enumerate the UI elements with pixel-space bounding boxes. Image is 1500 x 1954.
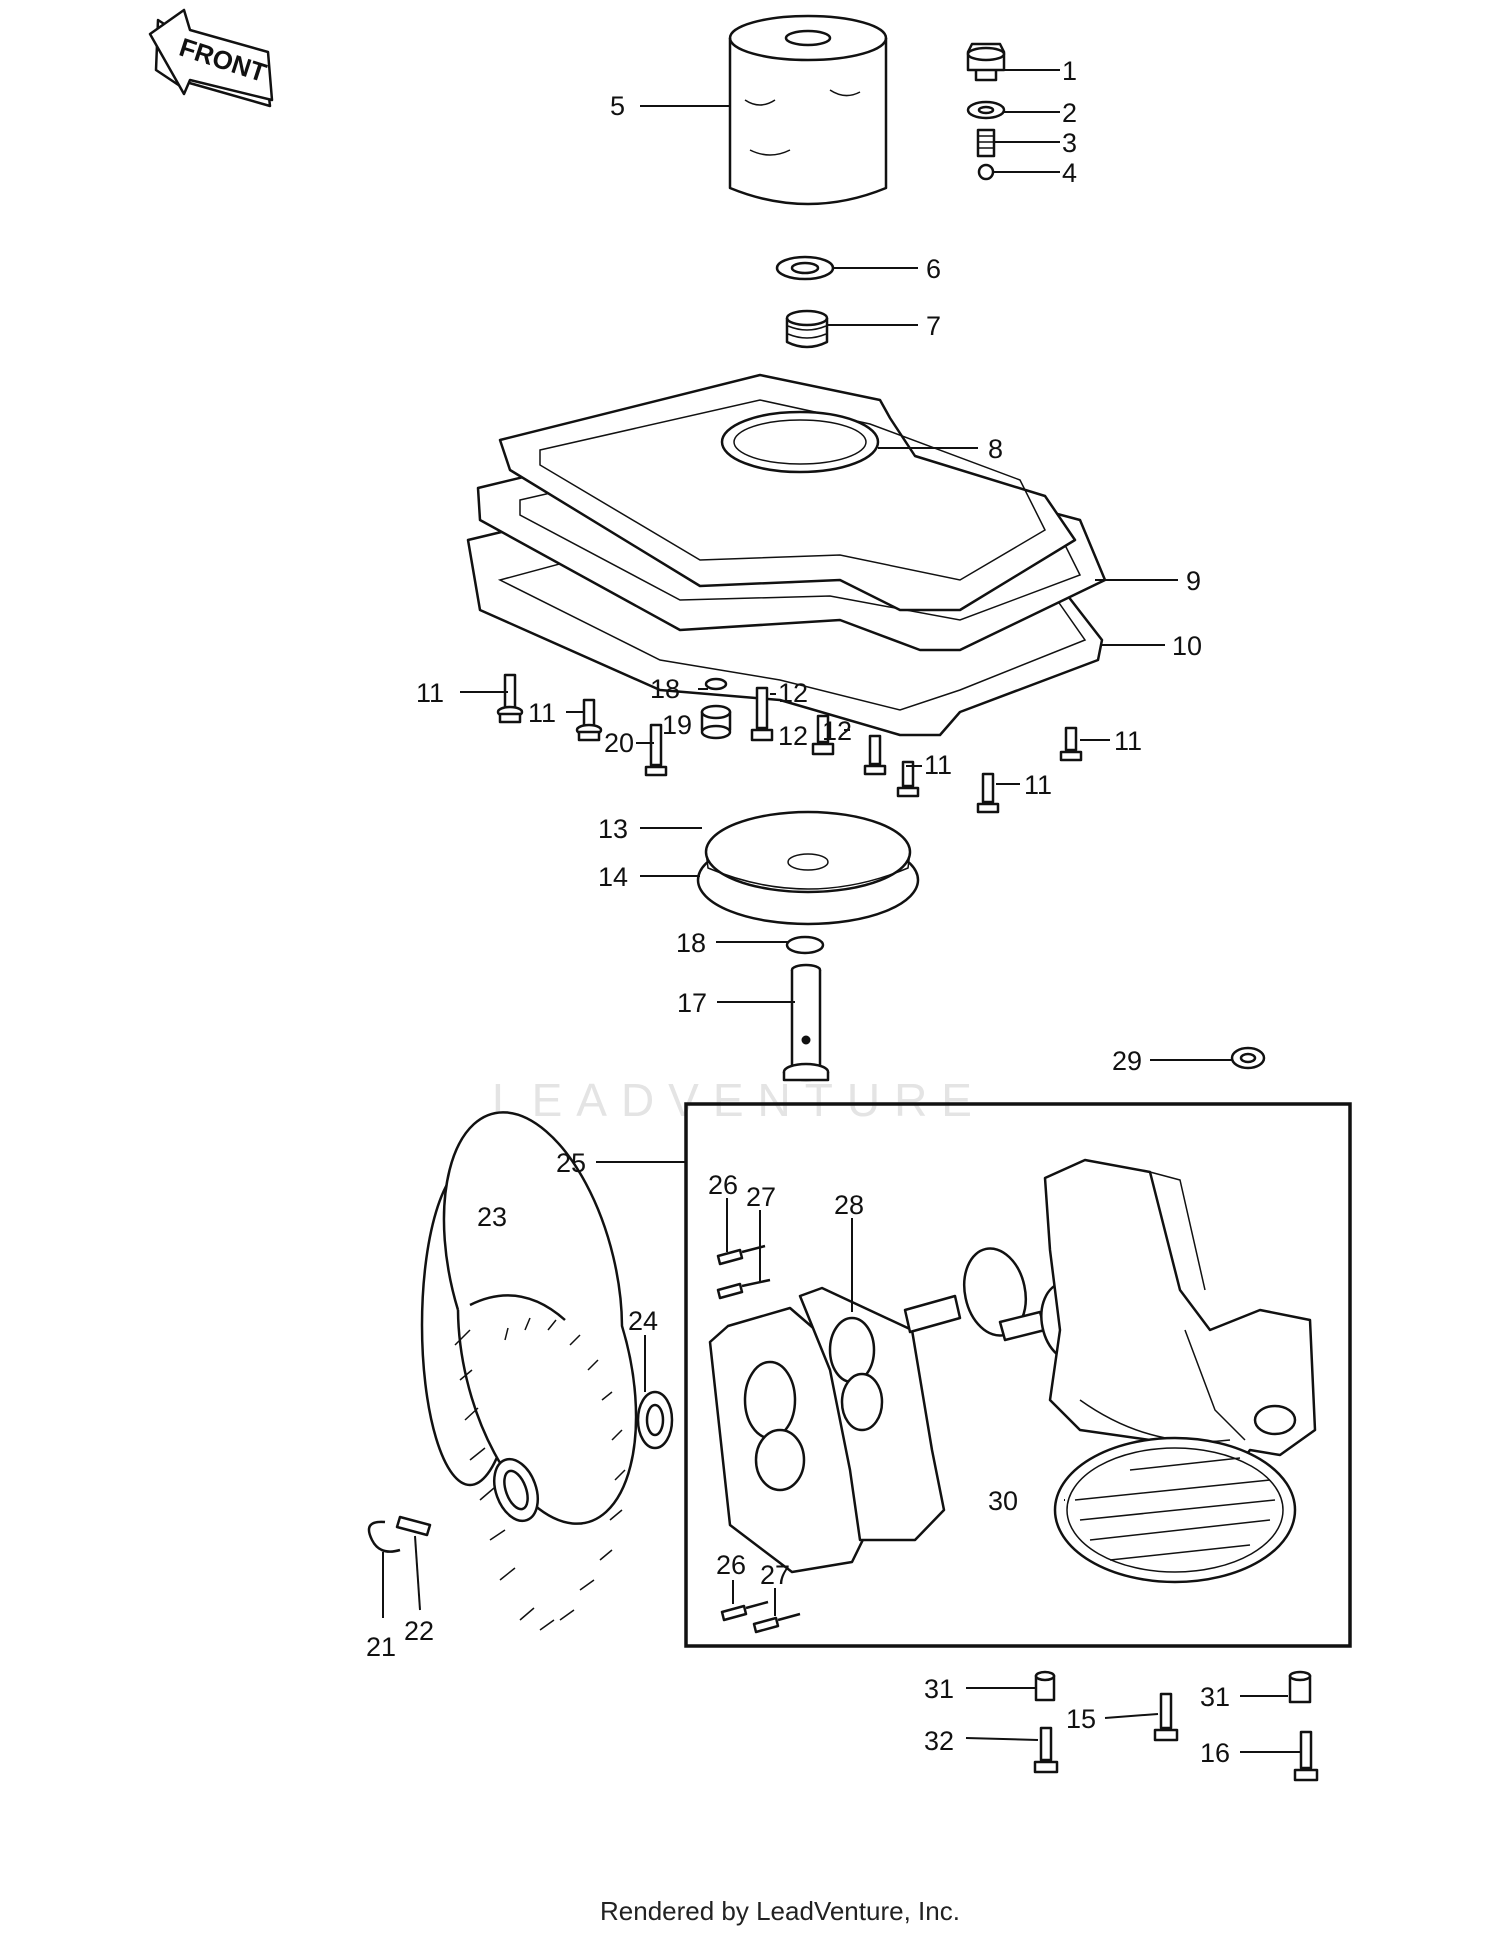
callout-28: 28	[834, 1190, 864, 1220]
oil-screen	[1053, 1436, 1297, 1584]
callout-19: 19	[662, 710, 692, 740]
callout-31b: 31	[1200, 1682, 1230, 1712]
spring-7	[785, 309, 829, 349]
callout-1: 1	[1062, 56, 1077, 86]
callout-16: 16	[1200, 1738, 1230, 1768]
oil-pipe-17	[782, 963, 830, 1082]
callout-11c: 11	[1114, 726, 1142, 756]
callout-22: 22	[404, 1616, 434, 1646]
callout-8: 8	[988, 434, 1003, 464]
ball-4	[977, 163, 995, 181]
bypass-bolt	[966, 42, 1006, 82]
callout-2: 2	[1062, 98, 1077, 128]
front-arrow-icon: FRONT	[148, 8, 274, 108]
callout-21: 21	[366, 1632, 396, 1662]
callout-11a: 11	[416, 678, 444, 708]
callout-26b: 26	[716, 1550, 746, 1580]
oil-filter	[728, 14, 888, 206]
callout-4: 4	[1062, 158, 1077, 188]
callout-29: 29	[1112, 1046, 1142, 1076]
callout-7: 7	[926, 311, 941, 341]
callout-13: 13	[598, 814, 628, 844]
callout-17: 17	[677, 988, 707, 1018]
circlip-21	[367, 1520, 401, 1553]
callout-11b: 11	[528, 698, 556, 728]
pump-gasket	[798, 1286, 946, 1542]
oil-pump-assembly-box	[684, 1102, 1352, 1648]
callout-15: 15	[1066, 1704, 1096, 1734]
pump-body	[1043, 1158, 1317, 1472]
callout-25: 25	[556, 1148, 586, 1178]
callout-9: 9	[1186, 566, 1201, 596]
callout-18b: 18	[676, 928, 706, 958]
callout-11d: 11	[924, 750, 952, 780]
spring-3	[976, 128, 996, 158]
pump-cover	[708, 1306, 882, 1574]
callout-3: 3	[1062, 128, 1077, 158]
oring-18b	[785, 935, 825, 955]
bolts-11-12-19-20	[496, 673, 1083, 814]
oil-pan-ring-13	[704, 810, 912, 894]
footer-credit: Rendered by LeadVenture, Inc.	[600, 1896, 960, 1926]
watermark-text: LEADVENTURE	[492, 1074, 986, 1126]
callout-5: 5	[610, 91, 625, 121]
pump-screws	[716, 1244, 801, 1634]
callout-26a: 26	[708, 1170, 738, 1200]
callout-30: 30	[988, 1486, 1018, 1516]
callout-11e: 11	[1024, 770, 1052, 800]
callout-32: 32	[924, 1726, 954, 1756]
bottom-bolts	[1033, 1670, 1319, 1782]
callout-27a: 27	[746, 1182, 776, 1212]
callout-27b: 27	[760, 1560, 790, 1590]
callout-20: 20	[604, 728, 634, 758]
callout-23: 23	[477, 1202, 507, 1232]
leader-lines	[382, 69, 1300, 1753]
callout-12b: 12	[778, 721, 808, 751]
callout-18a: 18	[650, 674, 680, 704]
callout-31a: 31	[924, 1674, 954, 1704]
callout-14: 14	[598, 862, 628, 892]
callout-12a: 12	[778, 678, 808, 708]
pin-22	[395, 1515, 432, 1537]
callout-6: 6	[926, 254, 941, 284]
callout-10: 10	[1172, 631, 1202, 661]
pump-drive-gear	[420, 1111, 638, 1631]
callout-24: 24	[628, 1306, 658, 1336]
oring-8	[720, 410, 880, 474]
callout-labels: 1 2 3 4 5 6 7 8 9 10 11 11 11 11 11 11 1…	[366, 56, 1230, 1768]
callout-12c: 12	[822, 716, 852, 746]
